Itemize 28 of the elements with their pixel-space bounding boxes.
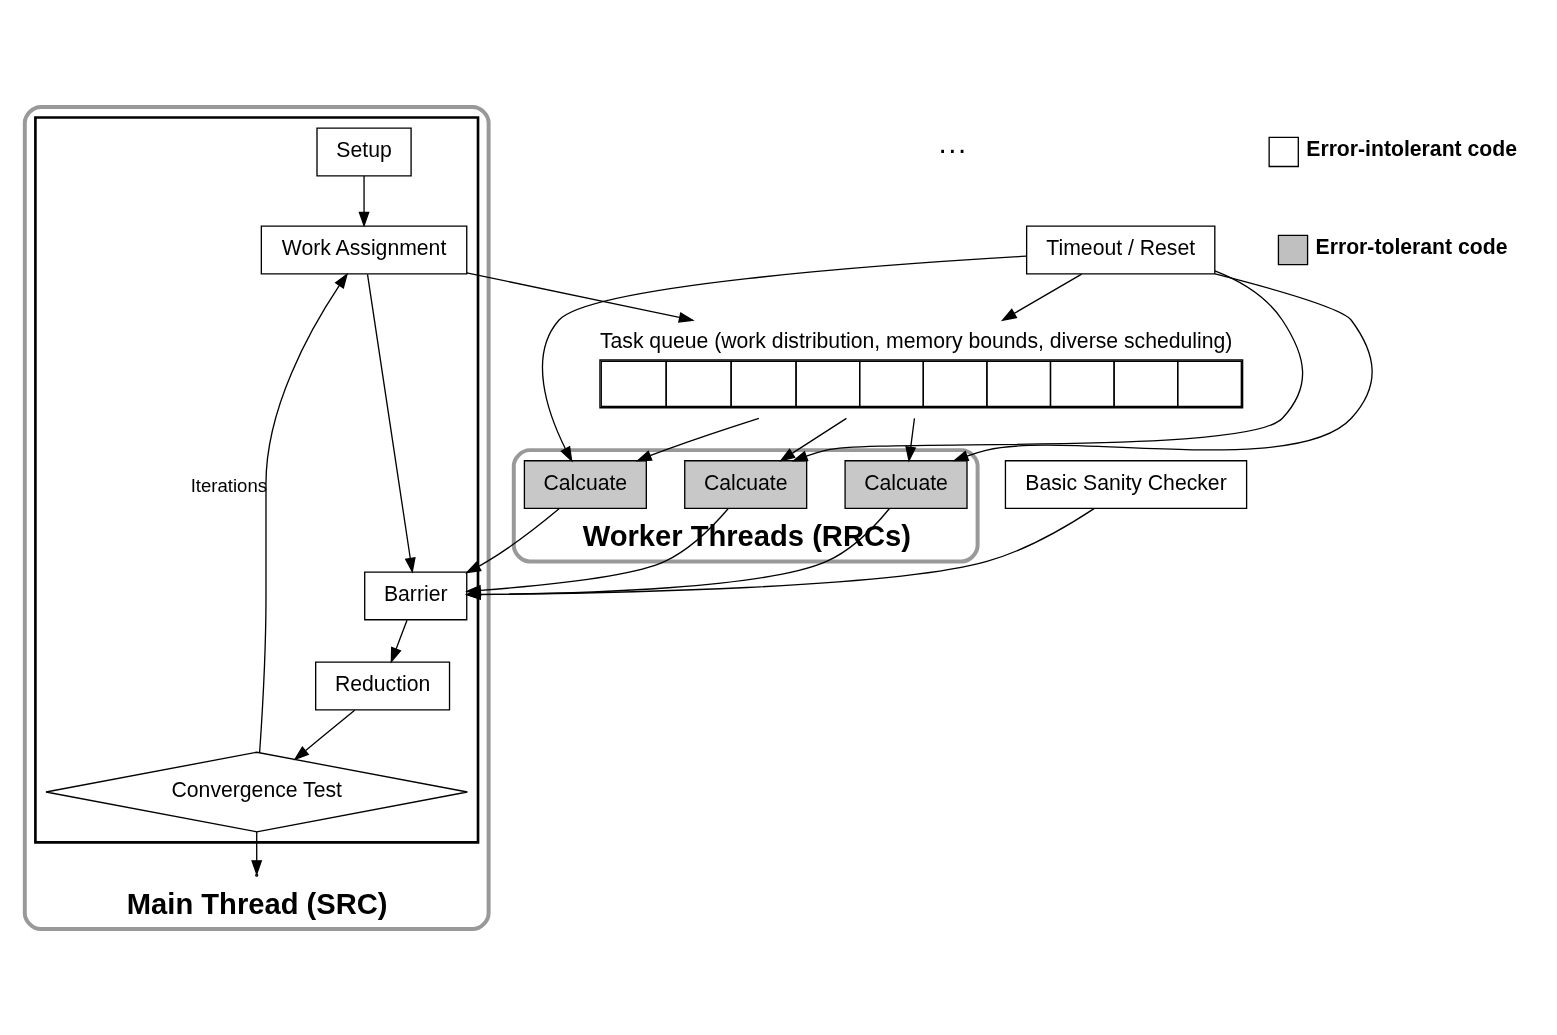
- arrow: [541, 255, 1027, 462]
- arrow: [358, 174, 370, 228]
- node-box: Barrier: [364, 570, 468, 620]
- node-box: Calcuate: [844, 459, 968, 509]
- arrow: [952, 272, 1373, 461]
- arrow: [258, 272, 349, 753]
- arrow: [779, 417, 848, 462]
- arrow: [1000, 272, 1083, 321]
- node-box: Timeout / Reset: [1025, 225, 1216, 275]
- arrow: [465, 507, 560, 573]
- node-box: Reduction: [315, 661, 451, 711]
- arrow: [366, 273, 416, 574]
- arrow: [390, 619, 408, 663]
- arrow: [905, 417, 917, 463]
- arrow: [293, 709, 356, 760]
- arrow: [466, 271, 695, 323]
- node-box: Work Assignment: [260, 225, 468, 275]
- node-box: Setup: [316, 126, 412, 176]
- node-diamond: Convergence Test: [45, 751, 469, 832]
- node-box: Calcuate: [684, 459, 808, 509]
- legend-label: Error-intolerant code: [1306, 136, 1517, 160]
- arrow: [635, 417, 760, 461]
- node-box: Calcuate: [523, 459, 647, 509]
- label: ···: [937, 132, 967, 165]
- legend-label: Error-tolerant code: [1315, 234, 1508, 258]
- node-label: Task queue (work distribution, memory bounds, diverse scheduling): [599, 328, 1233, 352]
- arrow: [791, 269, 1304, 461]
- node-box: Basic Sanity Checker: [1004, 459, 1248, 509]
